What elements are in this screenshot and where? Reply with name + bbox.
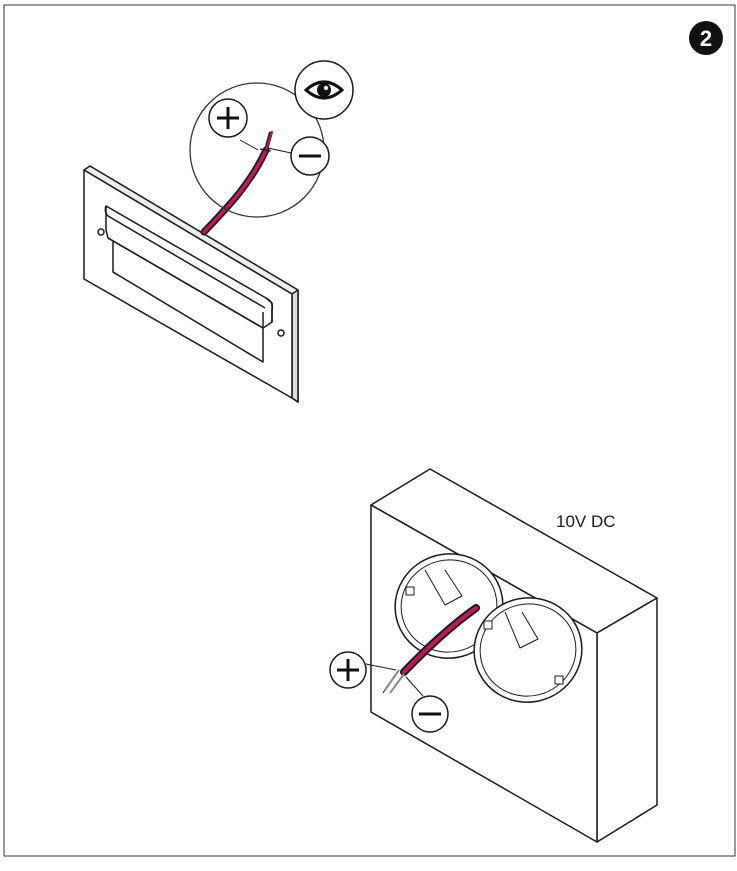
double-junction-box: [370, 468, 658, 843]
wall-light-fixture: [83, 165, 299, 403]
minus-icon: [405, 676, 449, 733]
box-cable: [382, 604, 480, 694]
screw-hole: [277, 329, 285, 337]
eye-icon: [294, 60, 354, 120]
plus-icon: [208, 98, 259, 151]
step-number: 2: [700, 26, 712, 51]
plus-icon: [329, 651, 397, 689]
fixture-cable: [200, 130, 273, 236]
box-side: [596, 597, 658, 843]
voltage-label: 10V DC: [556, 512, 616, 531]
minus-icon: [267, 136, 330, 176]
screw-hole: [97, 228, 105, 236]
page-border: [3, 4, 736, 857]
step-number-badge: 2: [689, 21, 723, 55]
